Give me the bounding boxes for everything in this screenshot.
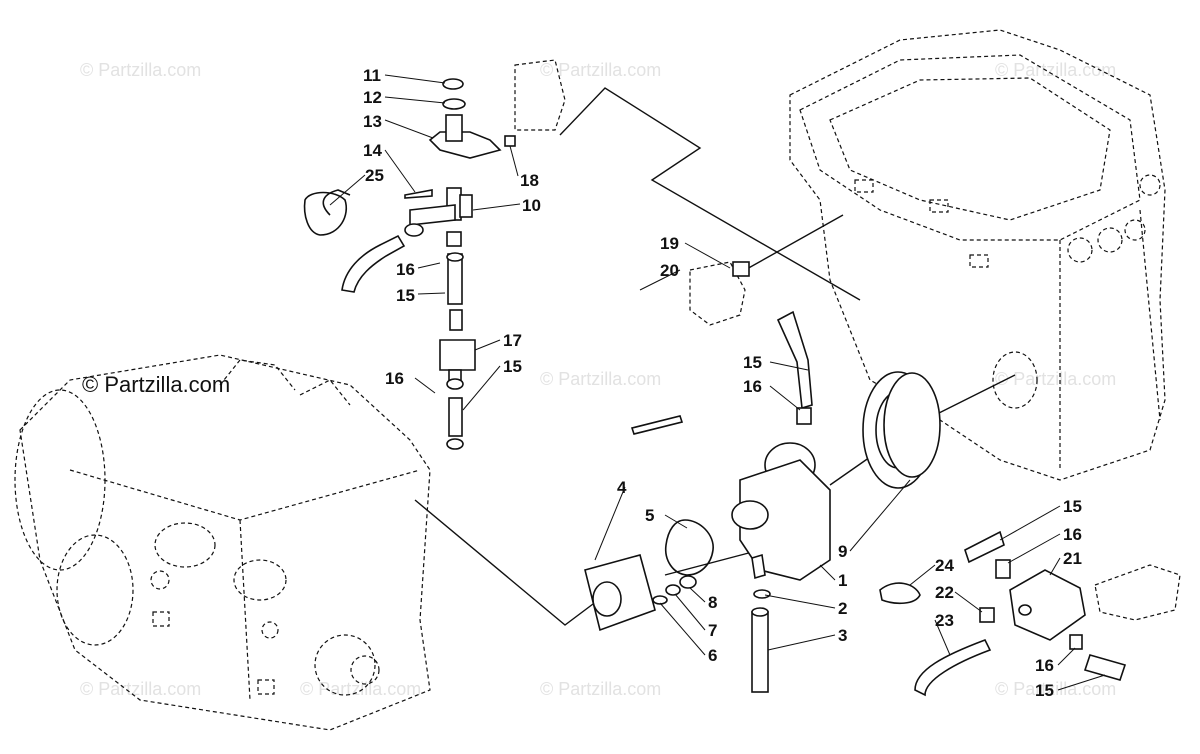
callout-number: 15 [503,357,522,376]
callout-number: 15 [396,286,415,305]
callout-number: 20 [660,261,679,280]
callout-number: 4 [617,478,627,497]
watermark: © Partzilla.com [80,60,201,80]
callout-number: 24 [935,556,954,575]
callout-number: 13 [363,112,382,131]
callout-number: 6 [708,646,717,665]
callout-number: 15 [1063,497,1082,516]
callout-number: 12 [363,88,382,107]
callout-number: 23 [935,611,954,630]
watermark: © Partzilla.com [300,679,421,699]
callout-number: 11 [363,66,381,85]
callout-number: 14 [363,141,382,160]
fuel-valve-assembly [303,59,750,450]
callout-number: 18 [520,171,539,190]
callout-number: 19 [660,234,679,253]
callout-number: 3 [838,626,847,645]
airbox-outline [789,29,1166,481]
watermark: © Partzilla.com [540,369,661,389]
callout-number: 5 [645,506,654,525]
watermark: © Partzilla.com [995,679,1116,699]
callout-number: 9 [838,542,847,561]
watermark: © Partzilla.com [995,369,1116,389]
callout-number: 10 [522,196,541,215]
callout-number: 15 [743,353,762,372]
engine-outline [14,354,431,731]
watermark: © Partzilla.com [995,60,1116,80]
callout-number: 17 [503,331,522,350]
callout-number: 2 [838,599,847,618]
watermark-layer: © Partzilla.com © Partzilla.com © Partzi… [80,60,1116,699]
callout-number: 7 [708,621,717,640]
callout-number: 16 [385,369,404,388]
carburetor-assembly [584,310,941,693]
callout-number: 22 [935,583,954,602]
callout-number: 16 [1035,656,1054,675]
callout-layer: 11 12 13 14 25 18 10 16 15 17 16 15 19 2… [329,66,1106,700]
watermark: © Partzilla.com [80,679,201,699]
watermark: © Partzilla.com [540,60,661,80]
watermark: © Partzilla.com [540,679,661,699]
callout-number: 15 [1035,681,1054,700]
callout-number: 16 [396,260,415,279]
callout-number: 16 [1063,525,1082,544]
callout-number: 8 [708,593,717,612]
callout-number: 1 [838,571,847,590]
callout-number: 21 [1063,549,1082,568]
fuel-pump-assembly [879,530,1181,697]
watermark: © Partzilla.com [82,372,230,397]
callout-number: 25 [365,166,384,185]
callout-number: 16 [743,377,762,396]
